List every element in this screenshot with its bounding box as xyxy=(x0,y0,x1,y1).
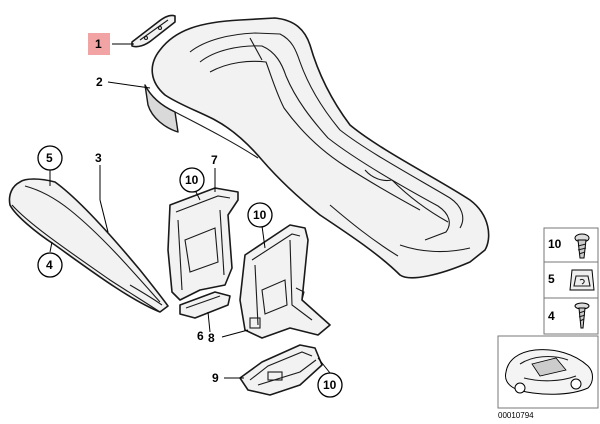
legend-item-10-label: 10 xyxy=(548,237,562,251)
vehicle-locator-icon xyxy=(497,335,599,409)
callout-2-label: 2 xyxy=(96,75,103,89)
center-console-part xyxy=(144,17,490,279)
clip-nut-icon xyxy=(569,269,595,291)
callout-3-label: 3 xyxy=(95,151,102,165)
callout-10-c: 10 xyxy=(317,372,343,398)
callout-9-label: 9 xyxy=(212,371,219,385)
callout-1: 1 xyxy=(88,33,110,55)
callout-6-label: 6 xyxy=(197,329,204,343)
callout-5-label: 5 xyxy=(46,151,53,165)
callout-10-a-label: 10 xyxy=(185,173,199,187)
screw-icon xyxy=(574,233,590,259)
callout-10-c-label: 10 xyxy=(323,378,337,392)
legend-item-4-label: 4 xyxy=(548,309,555,323)
callout-10-b-label: 10 xyxy=(253,208,267,222)
bracket-part-8 xyxy=(239,224,331,339)
callout-10-a: 10 xyxy=(179,167,205,193)
callout-8-label: 8 xyxy=(208,331,215,345)
screw-with-washer-icon xyxy=(574,302,590,329)
callout-4: 4 xyxy=(37,252,63,278)
callout-10-b: 10 xyxy=(247,202,273,228)
callout-7-label: 7 xyxy=(211,153,218,167)
fastener-legend: 10 5 4 xyxy=(543,227,599,335)
side-trim-panel-part xyxy=(8,178,169,313)
leader-lines xyxy=(49,43,331,379)
reference-code: 00010794 xyxy=(498,411,534,420)
plate-part-6 xyxy=(179,291,231,319)
bracket-part-1 xyxy=(131,14,176,48)
bracket-part-7 xyxy=(167,187,239,301)
callout-5: 5 xyxy=(37,145,63,171)
callout-1-label: 1 xyxy=(95,37,102,51)
callout-4-label: 4 xyxy=(46,258,53,272)
bottom-plate-part-9 xyxy=(239,344,323,396)
legend-item-5-label: 5 xyxy=(548,272,555,286)
highlight-box xyxy=(88,33,110,55)
